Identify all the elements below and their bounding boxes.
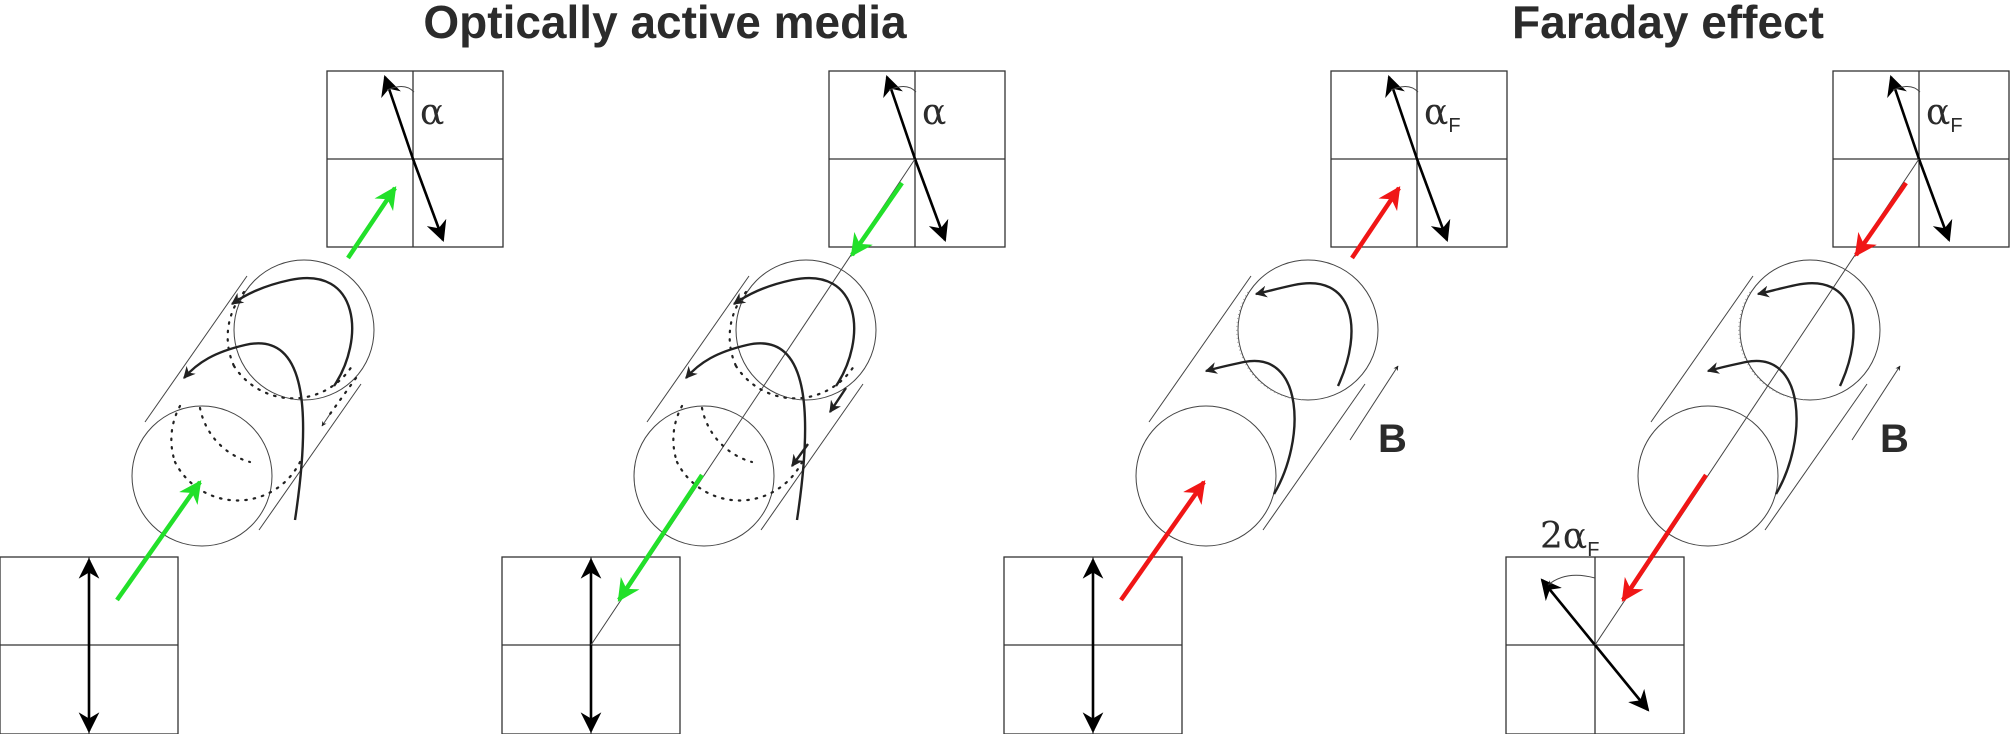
rotated-polarization-arrow	[1917, 158, 1953, 242]
rotating-field-arrow	[183, 342, 305, 521]
alpha-label: α	[922, 92, 946, 133]
faraday-medium-cylinder	[1135, 259, 1379, 547]
rotated-polarization-arrow	[1415, 158, 1451, 242]
double-faraday-angle-label: 2αF	[1540, 516, 1599, 561]
rotating-field-arrow	[791, 443, 809, 467]
input-polarizer-box	[1003, 556, 1183, 734]
rotating-field-arrow	[1706, 359, 1798, 495]
faraday-effect-title: Faraday effect	[1512, 0, 1824, 48]
double-rotated-polarization-arrow	[1593, 644, 1650, 712]
magnetic-field-arrow	[1851, 365, 1901, 441]
rotating-field-arrow	[1756, 282, 1855, 387]
rotating-field-arrow	[321, 413, 331, 427]
rotation-angle-arc	[386, 86, 415, 93]
rotating-field-arrow	[231, 276, 354, 387]
rotation-angle-arc	[1892, 86, 1921, 93]
optical-medium-cylinder	[131, 259, 375, 547]
optically-active-title: Optically active media	[423, 0, 907, 48]
output-polarizer-box: α	[326, 70, 504, 248]
light-beam-arrow	[1854, 181, 1908, 257]
input-polarizer-box	[501, 556, 681, 734]
light-beam-arrow	[1350, 186, 1401, 260]
alpha-label: α	[420, 92, 444, 133]
faraday-angle-label: αF	[1926, 92, 1963, 137]
rotating-field-arrow	[1254, 282, 1353, 387]
panel-optical-forward: α	[0, 70, 504, 734]
rotated-polarization-arrow	[411, 158, 447, 242]
rotating-field-arrow	[733, 276, 856, 387]
input-polarizer-box: 2αF	[1505, 516, 1685, 734]
output-polarizer-box: αF	[1832, 70, 2010, 248]
magnetic-field-label: B	[1378, 417, 1407, 461]
panel-faraday-forward: αF B	[1003, 70, 1508, 734]
output-polarizer-box: αF	[1330, 70, 1508, 248]
rotated-polarization-arrow	[913, 158, 949, 242]
faraday-angle-label: αF	[1424, 92, 1461, 137]
rotated-polarization-arrow	[883, 75, 917, 160]
light-beam-arrow	[1621, 473, 1708, 602]
magnetic-field-label: B	[1880, 417, 1909, 461]
rotation-angle-arc	[888, 86, 917, 93]
input-polarizer-box	[0, 556, 179, 734]
output-polarizer-box: α	[828, 70, 1006, 248]
light-beam-arrow	[1119, 480, 1206, 602]
light-beam-arrow	[115, 480, 202, 602]
rotating-field-arrow	[685, 342, 807, 521]
light-beam-arrow	[346, 186, 397, 260]
rotated-polarization-arrow	[381, 75, 415, 160]
panel-optical-reflected: α	[501, 70, 1006, 734]
rotating-field-arrow	[829, 387, 847, 413]
light-beam-arrow	[850, 181, 904, 257]
panel-faraday-reflected: αF 2αF B	[1505, 70, 2010, 734]
rotating-field-arrow	[1204, 359, 1296, 495]
rotated-polarization-arrow	[1385, 75, 1419, 160]
light-beam-arrow	[617, 473, 704, 602]
double-rotated-polarization-arrow	[1540, 578, 1597, 646]
rotated-polarization-arrow	[1887, 75, 1921, 160]
rotation-angle-arc	[1390, 86, 1419, 93]
double-rotation-angle-arc	[1547, 574, 1596, 586]
magnetic-field-arrow	[1349, 365, 1399, 441]
